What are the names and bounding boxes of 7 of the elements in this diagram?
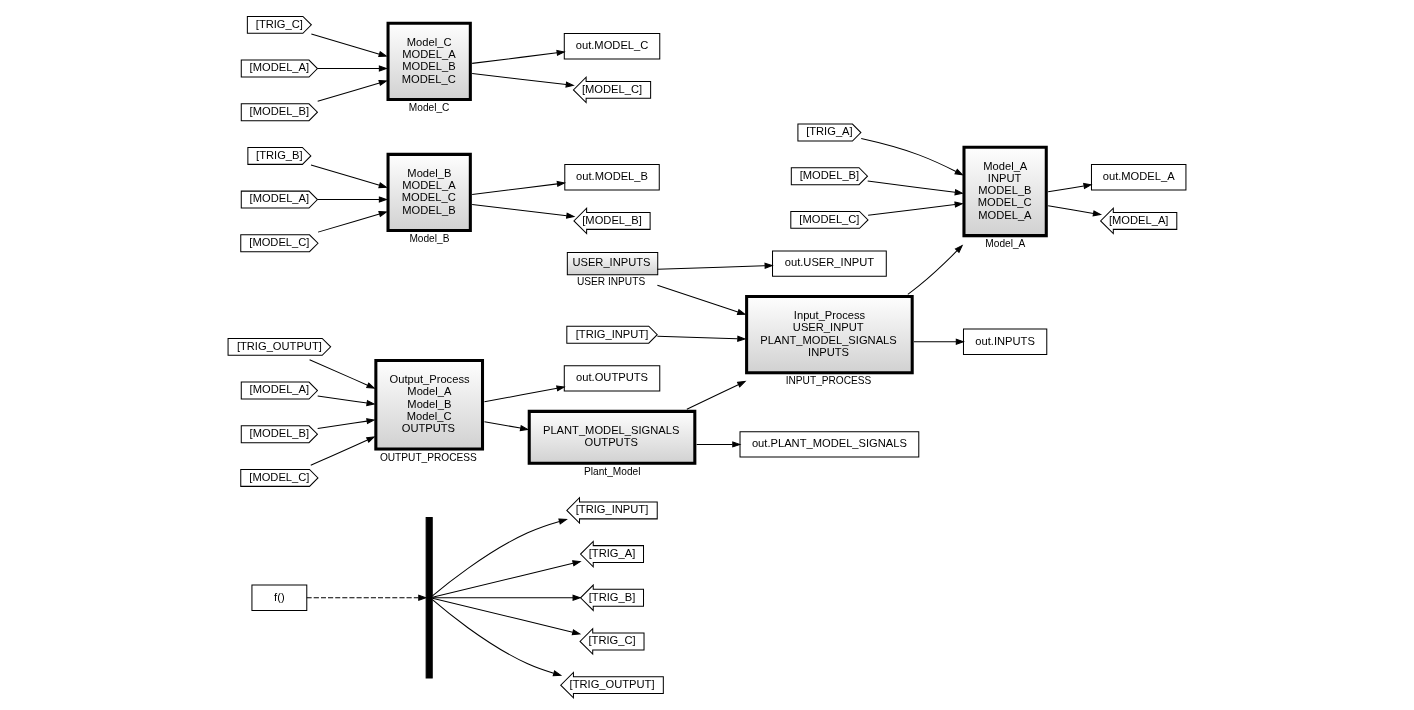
- node-label: USER INPUTS: [576, 275, 646, 287]
- node-label: Model_A: [985, 238, 1026, 250]
- node-label: Model_C: [408, 102, 450, 114]
- node-label: INPUT_PROCESS: [785, 375, 872, 387]
- node-label: Plant_Model: [584, 465, 641, 477]
- node-label: OUTPUT_PROCESS: [379, 451, 477, 463]
- node-label: Model_B: [409, 233, 450, 245]
